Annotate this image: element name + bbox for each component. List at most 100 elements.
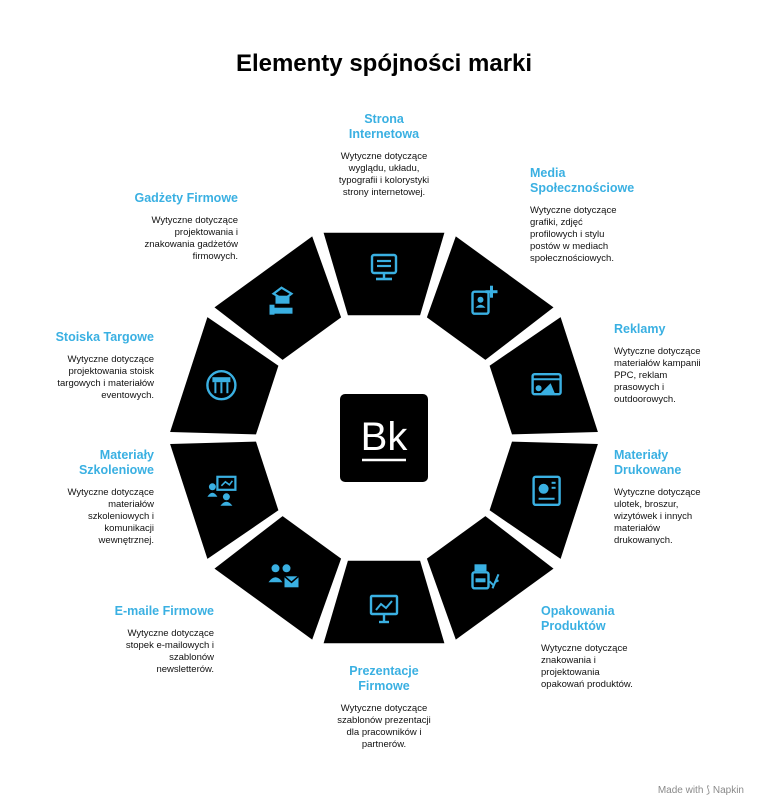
label-description-line: Wytyczne dotyczące	[614, 487, 701, 498]
label-description-line: znakowania gadżetów	[144, 239, 238, 250]
label-description-line: wizytówek i innych	[614, 511, 693, 522]
label-title-line: Szkoleniowe	[78, 463, 154, 477]
label-description-line: Wytyczne dotyczące	[541, 643, 628, 654]
label-title-line: Gadżety Firmowe	[134, 191, 239, 205]
website-icon	[370, 253, 398, 281]
advertising-icon	[531, 373, 562, 396]
label-description-line: materiałów	[108, 499, 154, 510]
label-description-line: projektowania	[541, 667, 600, 678]
label-description-line: Wytyczne dotyczące	[340, 151, 428, 162]
made-with-napkin: Made with ⟆ Napkin	[658, 785, 744, 796]
label-description-line: postów w mediach	[530, 241, 609, 252]
logo-text: Bk	[361, 415, 409, 459]
label-title: Gadżety Firmowe	[108, 191, 239, 206]
label-description-line: znakowania i	[541, 655, 596, 666]
label-description-line: drukowanych.	[614, 535, 673, 546]
gadgets-icon	[269, 286, 294, 315]
label-title-line: Media	[530, 166, 566, 180]
label-title-line: Stoiska Targowe	[55, 330, 154, 344]
label-title-line: Strona	[364, 112, 404, 126]
label-title-line: Materiały	[99, 448, 154, 462]
label-title: Stoiska Targowe	[24, 330, 154, 345]
segment-print-materials	[489, 441, 598, 559]
label-description-line: materiałów	[614, 523, 660, 534]
label-description-line: Wytyczne dotyczące	[614, 346, 701, 357]
label-title-line: E-maile Firmowe	[114, 604, 214, 618]
label-description-line: wyglądu, układu,	[348, 163, 420, 174]
label-description-line: firmowych.	[192, 251, 238, 262]
label-description-line: partnerów.	[361, 739, 407, 750]
diagram-title: Elementy spójności marki	[235, 50, 533, 77]
napkin-logo-icon: ⟆	[706, 785, 711, 796]
label-description-line: PPC, reklam	[614, 370, 668, 381]
segment-training	[170, 441, 279, 559]
label-title: E-maile Firmowe	[84, 604, 214, 619]
segment-social-media	[426, 236, 554, 360]
label-description-line: projektowania i	[174, 227, 238, 238]
label-description-line: szablonów	[169, 652, 214, 663]
label-description-line: projektowania stoisk	[68, 366, 154, 377]
label-description-line: materiałów kampanii	[614, 358, 701, 369]
label-title-line: Prezentacje	[349, 664, 419, 678]
label-description-line: ulotek, broszur,	[614, 499, 679, 510]
label-description-line: Wytyczne dotyczące	[67, 354, 154, 365]
label-description-line: opakowań produktów.	[541, 679, 633, 690]
label-description-line: dla pracowników i	[346, 727, 422, 738]
label-title: Reklamy	[614, 322, 744, 337]
napkin-brand-text: Napkin	[712, 785, 744, 796]
segment-packaging	[426, 516, 554, 640]
social-media-icon	[471, 285, 498, 315]
label-title-line: Drukowane	[614, 463, 682, 477]
label-description-line: Wytyczne dotyczące	[127, 628, 214, 639]
trade-booth-icon	[206, 370, 237, 401]
label-description-line: outdoorowych.	[614, 394, 676, 405]
label-description-line: strony internetowej.	[342, 187, 426, 198]
label-description-line: Wytyczne dotyczące	[530, 205, 617, 216]
presentation-icon	[369, 594, 399, 624]
label-description-line: targowych i materiałów	[57, 378, 154, 389]
label-description-line: newsletterów.	[156, 664, 214, 675]
label-description-line: grafiki, zdjęć	[530, 217, 583, 228]
label-title-line: Produktów	[541, 619, 606, 633]
training-icon	[207, 475, 237, 506]
label-title-line: Reklamy	[614, 322, 666, 336]
label-description-line: stopek e-mailowych i	[125, 640, 214, 651]
label-title-line: Materiały	[614, 448, 669, 462]
made-with-text: Made with	[657, 785, 704, 796]
label-title-line: Opakowania	[541, 604, 615, 618]
label-description-line: Wytyczne dotyczące	[151, 215, 238, 226]
label-title-line: Internetowa	[348, 127, 420, 141]
segment-advertising	[489, 317, 598, 435]
label-description-line: szablonów prezentacji	[337, 715, 431, 726]
print-materials-icon	[532, 475, 561, 506]
label-description-line: profilowych i stylu	[530, 229, 605, 240]
segment-presentation	[323, 560, 445, 644]
label-title-line: Firmowe	[358, 679, 410, 693]
label-description-line: wewnętrznej.	[98, 535, 154, 546]
packaging-icon	[471, 564, 500, 590]
